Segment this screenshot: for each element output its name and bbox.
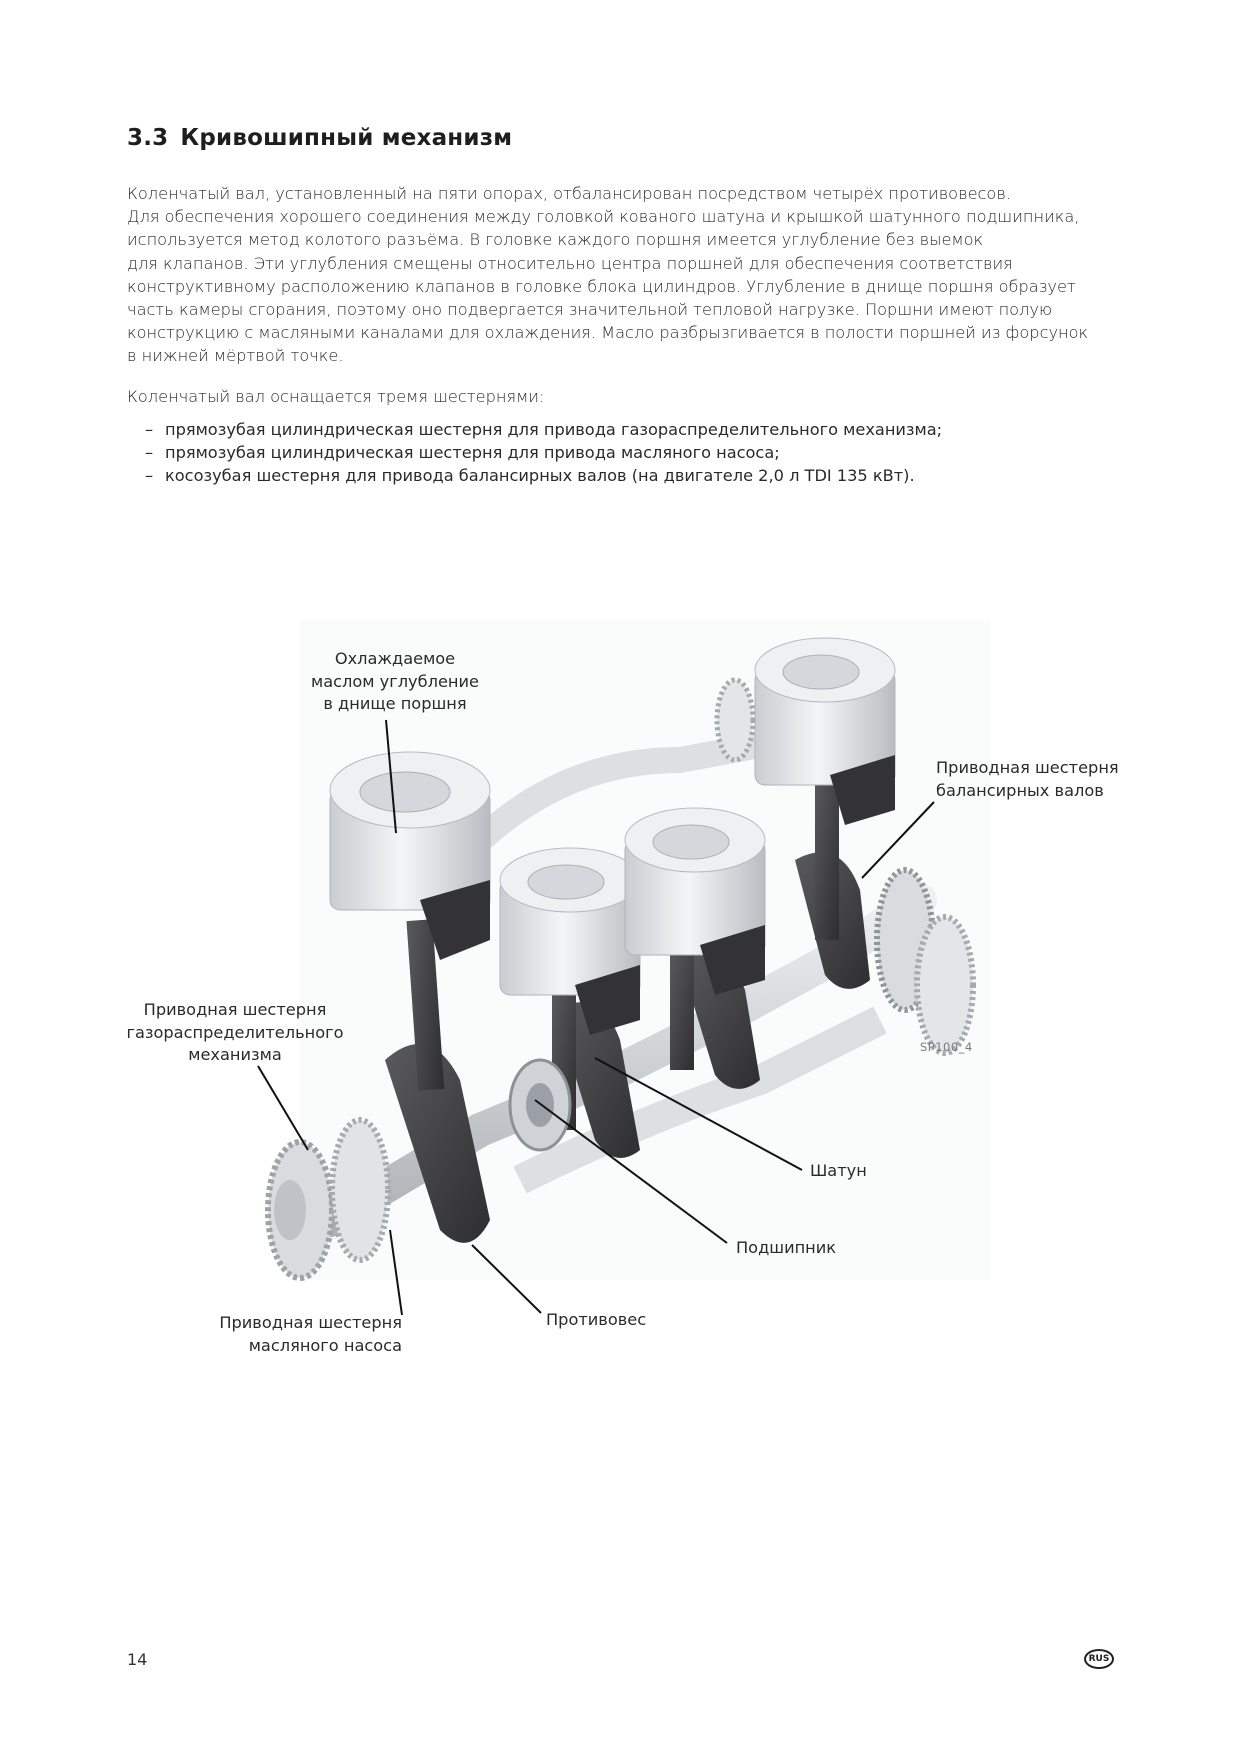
- label-piston-recess: Охлаждаемое маслом углубление в днище по…: [310, 649, 479, 713]
- piston: [329, 751, 491, 960]
- balancer-gear: [714, 677, 756, 763]
- section-title: Кривошипный механизм: [180, 125, 513, 151]
- label-balancer-gear: Приводная шестерня балансирных валов: [936, 758, 1119, 800]
- pointer-line: [385, 719, 397, 834]
- paragraph-line: конструктивному расположению клапанов в …: [127, 276, 1076, 296]
- piston: [624, 807, 766, 995]
- label-conrod: Шатун: [810, 1161, 867, 1180]
- bearing: [508, 1058, 572, 1152]
- list-marker: –: [145, 443, 154, 463]
- piston: [499, 847, 641, 1035]
- paragraph-line: Коленчатый вал, установленный на пяти оп…: [127, 184, 1011, 203]
- pointer-line: [257, 1065, 309, 1151]
- label-bearing: Подшипник: [736, 1238, 837, 1257]
- paragraph-line: для клапанов. Эти углубления смещены отн…: [127, 253, 1013, 273]
- list-marker: –: [145, 466, 154, 486]
- list-item-text: прямозубая цилиндрическая шестерня для п…: [165, 420, 943, 439]
- pointer-line: [861, 801, 935, 879]
- section-number: 3.3: [127, 125, 169, 151]
- connecting-rod: [815, 770, 839, 940]
- balancer-shaft: [460, 732, 763, 860]
- paragraph-line: в нижней мёртвой точке.: [127, 346, 344, 366]
- paragraph-line: часть камеры сгорания, поэтому оно подве…: [127, 300, 1053, 320]
- balancer-gear: [914, 914, 976, 1056]
- crank-web: [795, 852, 870, 989]
- list-item-text: косозубая шестерня для привода балансирн…: [165, 466, 915, 486]
- pointer-line: [389, 1229, 403, 1316]
- balancer-drive-gear: [874, 867, 936, 1013]
- language-badge: RUS: [1084, 1649, 1114, 1669]
- section-heading: 3.3 Кривошипный механизм: [127, 125, 512, 151]
- connecting-rod: [552, 990, 576, 1130]
- pointer-line: [594, 1057, 803, 1171]
- list-item: –прямозубая цилиндрическая шестерня для …: [127, 418, 942, 441]
- balancer-shaft: [513, 1006, 887, 1194]
- list-item: –прямозубая цилиндрическая шестерня для …: [127, 441, 942, 464]
- timing-gear: [265, 1139, 335, 1281]
- crank-web: [555, 1002, 640, 1158]
- page-number: 14: [127, 1650, 148, 1669]
- paragraph-line: Для обеспечения хорошего соединения межд…: [127, 207, 1080, 227]
- connecting-rod: [406, 919, 445, 1091]
- label-oil-pump-gear: Приводная шестерня масляного насоса: [219, 1313, 402, 1355]
- crank-web: [680, 952, 760, 1089]
- description-paragraph: Коленчатый вал, установленный на пяти оп…: [127, 182, 1127, 368]
- piston: [754, 637, 896, 825]
- pointer-line: [534, 1099, 728, 1244]
- paragraph-line: конструкцию с масляными каналами для охл…: [127, 323, 1089, 343]
- list-item: –косозубая шестерня для привода балансир…: [127, 464, 942, 487]
- label-timing-gear: Приводная шестерня газораспределительног…: [126, 1000, 344, 1064]
- gears-intro: Коленчатый вал оснащается тремя шестерня…: [127, 387, 545, 406]
- pointer-line: [471, 1244, 542, 1314]
- list-item-text: прямозубая цилиндрическая шестерня для п…: [165, 443, 780, 463]
- list-marker: –: [145, 420, 154, 439]
- gears-list: –прямозубая цилиндрическая шестерня для …: [127, 418, 942, 488]
- crank-web: [385, 1044, 490, 1243]
- connecting-rod: [670, 950, 694, 1070]
- paragraph-line: используется метод колотого разъёма. В г…: [127, 230, 984, 250]
- label-counterweight: Противовес: [546, 1310, 647, 1329]
- figure-code: SP100_4: [920, 1040, 973, 1054]
- oil-pump-gear: [329, 1117, 391, 1263]
